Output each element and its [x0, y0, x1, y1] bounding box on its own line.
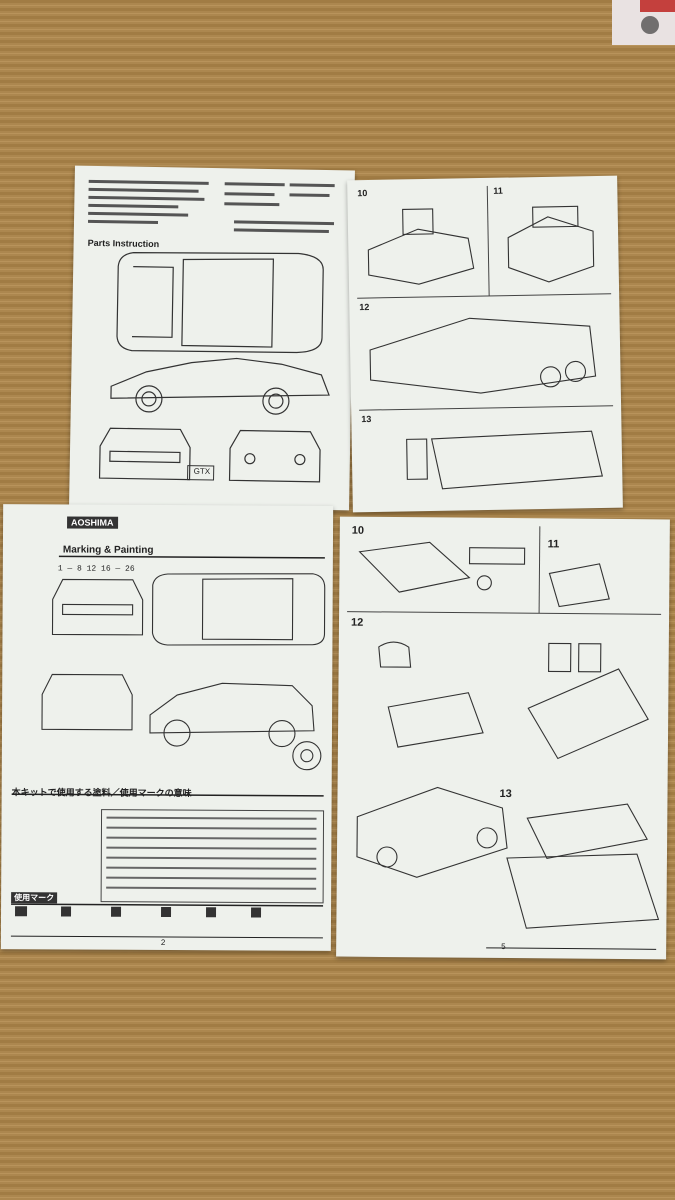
paint-section-title: 本キットで使用する塗料／使用マークの意味: [11, 787, 192, 799]
car-plate-label: GTX: [193, 466, 211, 476]
step-12-label: 12: [359, 302, 370, 313]
sheet-top-right: 10 11 12 13: [347, 175, 623, 513]
assembly-drawings-bottom-right: [347, 526, 662, 950]
sheet-bottom-right: 10 11 12 13 5: [336, 516, 670, 960]
sheet-bottom-left: AOSHIMA Marking & Painting 1 — 8 12 16 —…: [0, 504, 334, 951]
step-11-label: 11: [493, 185, 503, 196]
parts-instruction-heading: Parts Instruction: [87, 237, 160, 250]
step-11-label-br: 11: [547, 538, 560, 551]
sheet-top-left: Parts Instruction GTX: [69, 165, 355, 511]
step-10-label: 10: [357, 188, 368, 199]
step-12-label-br: 12: [350, 616, 364, 629]
marking-drawings: [10, 555, 326, 939]
step-10-label-br: 10: [351, 524, 365, 537]
step-13-label: 13: [361, 413, 372, 425]
page-number-2: 2: [160, 937, 166, 947]
assembly-drawings-top-right: [357, 185, 614, 490]
page-number-5: 5: [501, 941, 506, 952]
mark-legend-label: 使用マーク: [11, 892, 58, 904]
step-13-label-br: 13: [499, 787, 512, 801]
car-drawings-top-left: [87, 179, 335, 483]
